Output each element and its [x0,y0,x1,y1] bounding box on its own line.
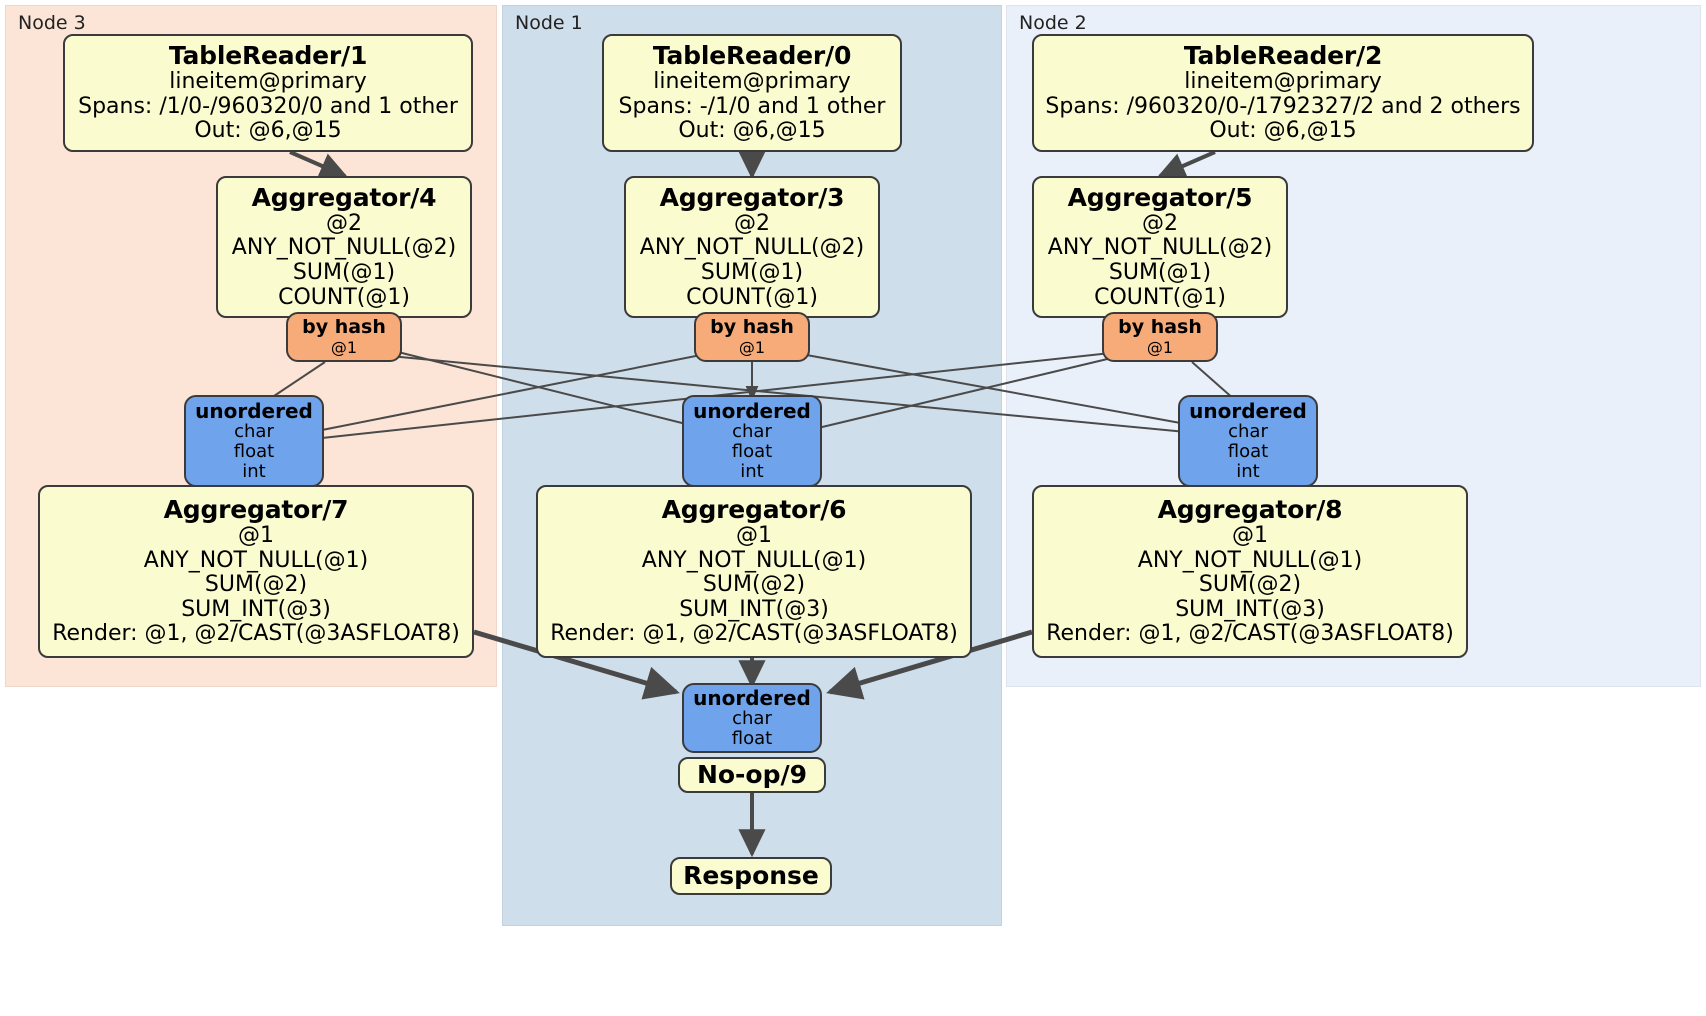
box-line: Out: @6,@15 [194,118,342,144]
router-line: @1 [1146,337,1174,357]
box-line: COUNT(@1) [278,284,410,310]
processor-aggregator-3[interactable]: Aggregator/3 @2 ANY_NOT_NULL(@2) SUM(@1)… [624,176,880,318]
box-line: Render: @1, @2/CAST(@3ASFLOAT8) [1046,621,1454,647]
box-line: Spans: -/1/0 and 1 other [618,93,886,119]
synchronizer-unordered-left[interactable]: unordered char float int [184,395,324,487]
node-panel-label: Node 2 [1019,12,1087,34]
node-panel-label: Node 3 [18,12,86,34]
router-by-hash-left[interactable]: by hash @1 [286,312,402,362]
box-line: SUM_INT(@3) [181,596,331,622]
processor-table-reader-0[interactable]: TableReader/0 lineitem@primary Spans: -/… [602,34,902,152]
box-title: TableReader/2 [1183,41,1383,71]
box-line: @1 [1232,522,1268,548]
box-line: lineitem@primary [1184,69,1382,95]
processor-aggregator-5[interactable]: Aggregator/5 @2 ANY_NOT_NULL(@2) SUM(@1)… [1032,176,1288,318]
box-line: @2 [1142,210,1178,236]
box-line: lineitem@primary [653,69,851,95]
box-line: SUM_INT(@3) [1175,596,1325,622]
box-title: No-op/9 [696,760,808,789]
box-line: ANY_NOT_NULL(@2) [639,235,865,261]
box-line: SUM(@2) [702,572,806,598]
processor-aggregator-7[interactable]: Aggregator/7 @1 ANY_NOT_NULL(@1) SUM(@2)… [38,485,474,658]
processor-table-reader-2[interactable]: TableReader/2 lineitem@primary Spans: /9… [1032,34,1534,152]
router-title: by hash [710,316,794,339]
box-line: Spans: /1/0-/960320/0 and 1 other [78,93,458,119]
box-line: lineitem@primary [169,69,367,95]
box-line: Render: @1, @2/CAST(@3ASFLOAT8) [52,621,460,647]
sync-line: char [732,420,772,442]
box-title: Aggregator/5 [1067,182,1253,212]
box-line: SUM(@2) [204,572,308,598]
sync-line: float [1227,441,1269,463]
box-line: @1 [238,522,274,548]
router-line: @1 [738,337,766,357]
sync-line: char [234,420,274,442]
processor-table-reader-1[interactable]: TableReader/1 lineitem@primary Spans: /1… [63,34,473,152]
box-line: Out: @6,@15 [1209,118,1357,144]
processor-aggregator-8[interactable]: Aggregator/8 @1 ANY_NOT_NULL(@1) SUM(@2)… [1032,485,1468,658]
box-line: ANY_NOT_NULL(@2) [231,235,457,261]
processor-aggregator-6[interactable]: Aggregator/6 @1 ANY_NOT_NULL(@1) SUM(@2)… [536,485,972,658]
sync-line: float [731,441,773,463]
processor-response[interactable]: Response [670,857,832,895]
box-line: @2 [734,210,770,236]
box-title: Aggregator/8 [1157,494,1343,524]
box-line: COUNT(@1) [686,284,818,310]
router-by-hash-right[interactable]: by hash @1 [1102,312,1218,362]
node-panel-label: Node 1 [515,12,583,34]
box-line: SUM_INT(@3) [679,596,829,622]
box-line: Spans: /960320/0-/1792327/2 and 2 others [1045,93,1521,119]
processor-aggregator-4[interactable]: Aggregator/4 @2 ANY_NOT_NULL(@2) SUM(@1)… [216,176,472,318]
box-line: SUM(@2) [1198,572,1302,598]
sync-title: unordered [693,398,811,423]
sync-line: char [732,708,772,730]
box-line: SUM(@1) [292,260,396,285]
router-title: by hash [1118,316,1202,339]
box-line: ANY_NOT_NULL(@1) [143,547,369,573]
box-line: Render: @1, @2/CAST(@3ASFLOAT8) [550,621,958,647]
box-title: Aggregator/7 [163,494,349,524]
sync-line: float [731,728,773,750]
box-line: COUNT(@1) [1094,284,1226,310]
box-line: ANY_NOT_NULL(@1) [641,547,867,573]
sync-title: unordered [693,685,811,710]
box-title: TableReader/1 [168,41,368,71]
box-line: @1 [736,522,772,548]
box-title: Aggregator/3 [659,182,845,212]
box-title: Aggregator/6 [661,494,847,524]
box-line: ANY_NOT_NULL(@1) [1137,547,1363,573]
box-line: ANY_NOT_NULL(@2) [1047,235,1273,261]
synchronizer-unordered-final[interactable]: unordered char float [682,683,822,753]
sync-title: unordered [195,398,313,423]
sync-line: int [242,461,266,483]
synchronizer-unordered-center[interactable]: unordered char float int [682,395,822,487]
sync-line: float [233,441,275,463]
router-title: by hash [302,316,386,339]
box-line: SUM(@1) [700,260,804,285]
synchronizer-unordered-right[interactable]: unordered char float int [1178,395,1318,487]
processor-no-op-9[interactable]: No-op/9 [678,757,826,793]
box-line: Out: @6,@15 [678,118,826,144]
box-title: Response [683,861,819,890]
router-by-hash-center[interactable]: by hash @1 [694,312,810,362]
box-line: SUM(@1) [1108,260,1212,285]
router-line: @1 [330,337,358,357]
sync-line: int [1236,461,1260,483]
box-line: @2 [326,210,362,236]
sync-title: unordered [1189,398,1307,423]
sync-line: char [1228,420,1268,442]
box-title: TableReader/0 [652,41,852,71]
box-title: Aggregator/4 [251,182,437,212]
sync-line: int [740,461,764,483]
